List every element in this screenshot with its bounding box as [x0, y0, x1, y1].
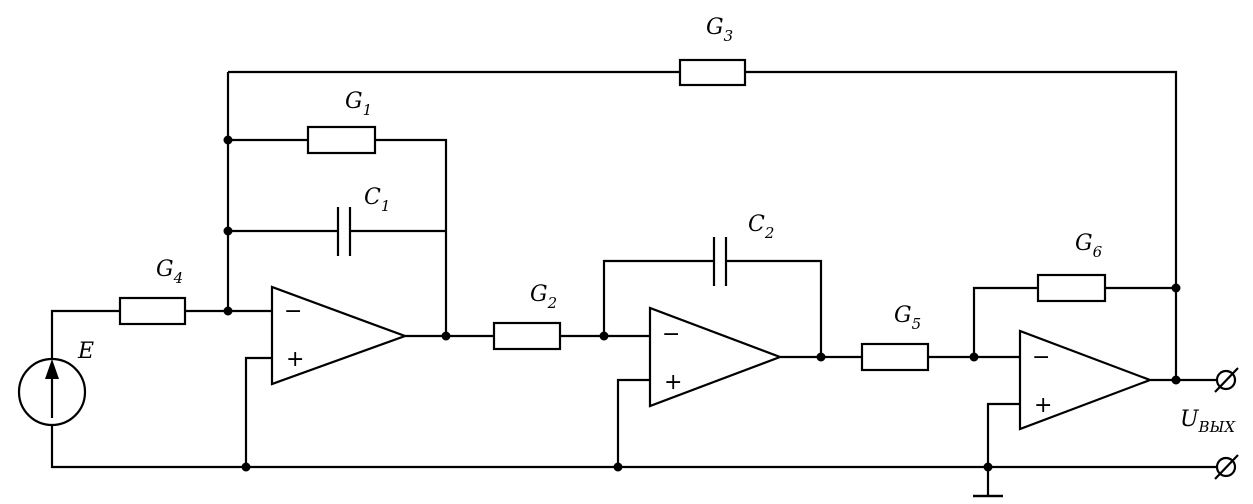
resistor-g5 — [860, 342, 930, 372]
label-g1: G1 — [345, 89, 372, 119]
resistor-g3 — [678, 58, 747, 87]
opamp-2-plus-sign: + — [664, 370, 682, 395]
resistor-g4 — [118, 296, 187, 326]
opamp-3-plus-sign: + — [1034, 393, 1052, 418]
voltage-source-e — [17, 357, 87, 427]
output-terminal-bottom — [1214, 454, 1239, 480]
label-u-out: UВЫХ — [1180, 407, 1236, 436]
capacitor-c1 — [336, 207, 352, 256]
output-terminal-top — [1214, 367, 1239, 393]
capacitor-c2 — [712, 237, 728, 286]
label-g4: G4 — [156, 257, 183, 287]
opamp-1 — [270, 285, 409, 386]
opamp-3 — [1018, 329, 1154, 431]
resistor-g2 — [492, 321, 562, 351]
opamp-3-minus-sign: − — [1032, 345, 1050, 370]
label-g6: G6 — [1075, 231, 1103, 261]
opamp-2-minus-sign: − — [662, 322, 680, 347]
label-g5: G5 — [894, 303, 921, 333]
resistor-g6 — [1036, 273, 1107, 303]
label-c1: C1 — [364, 185, 390, 215]
junction-dots — [223, 135, 1181, 472]
opamp-1-plus-sign: + — [286, 347, 304, 372]
label-g2: G2 — [530, 282, 557, 312]
resistor-g1 — [306, 125, 377, 155]
label-c2: C2 — [748, 212, 774, 242]
label-e: E — [77, 339, 94, 364]
opamp-2 — [648, 306, 784, 408]
label-g3: G3 — [706, 15, 733, 45]
opamp-1-minus-sign: − — [284, 299, 302, 324]
